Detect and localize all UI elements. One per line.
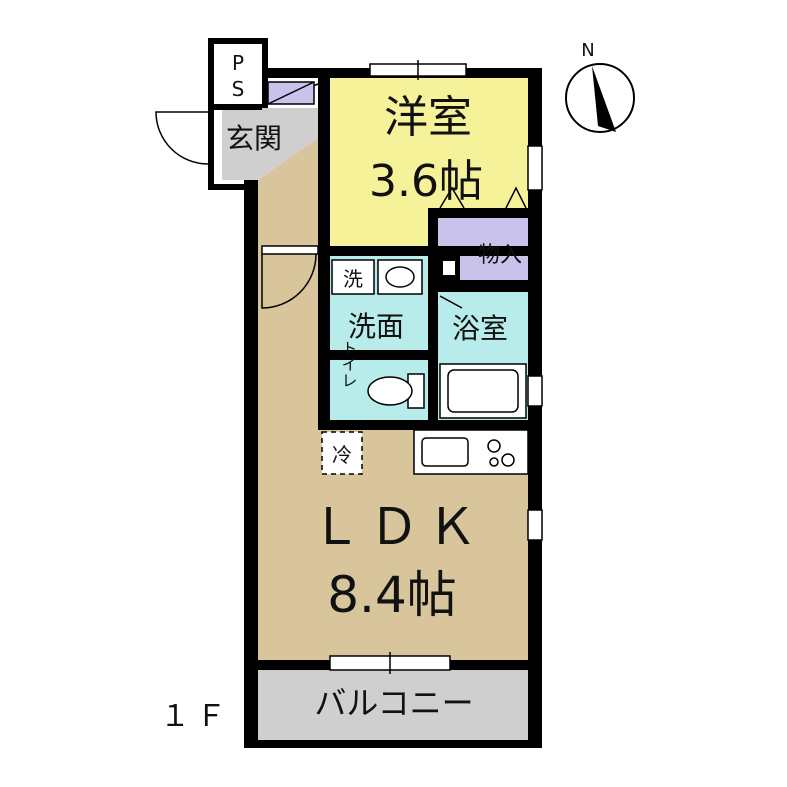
entrance-floor (222, 108, 318, 180)
ldk-size: 8.4帖 (327, 566, 457, 624)
washroom-label: 洗面 (348, 310, 404, 343)
balcony-label: バルコニー (314, 684, 473, 722)
fridge-space (321, 431, 363, 475)
bathtub (439, 363, 527, 419)
toilet-label: トイレ (339, 340, 358, 388)
bathroom-label: 浴室 (452, 312, 508, 345)
entrance-label: 玄関 (226, 122, 282, 155)
washer-space (331, 259, 375, 295)
fridge-label: 冷 (332, 443, 352, 467)
doors (155, 83, 527, 356)
ldk-label: ＬＤＫ (311, 498, 485, 556)
compass: N (565, 40, 635, 133)
washer-label: 洗 (343, 267, 363, 291)
ps-floor (214, 44, 262, 104)
storage-label: 物入 (478, 243, 522, 268)
ps-label-bottom: S (232, 77, 245, 101)
western-room-label: 洋室 (384, 92, 472, 143)
western-room-size: 3.6帖 (369, 156, 483, 207)
toilet-fixture (367, 373, 425, 409)
north-arrow-icon (592, 66, 616, 132)
kitchen-counter (413, 429, 529, 475)
floor-label: １Ｆ (160, 699, 232, 734)
ldk-floor (258, 138, 528, 660)
ps-label-top: P (232, 51, 244, 75)
balcony-floor (258, 670, 528, 740)
compass-north-label: N (581, 40, 594, 61)
